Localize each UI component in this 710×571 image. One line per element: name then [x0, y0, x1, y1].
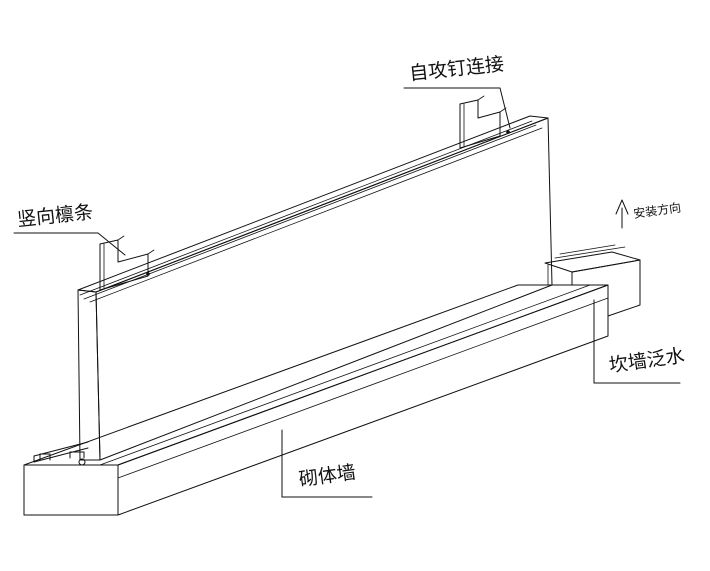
label-install-direction: 安装方向 — [632, 199, 682, 221]
panel-face — [95, 117, 553, 461]
screw-right — [506, 130, 510, 134]
masonry-wall-top — [23, 284, 609, 466]
label-vertical-purlin: 竖向檩条 — [16, 201, 94, 231]
bottom-channel — [33, 441, 89, 463]
wall-flashing-drawing — [544, 244, 641, 317]
screw-left — [146, 272, 150, 276]
flashing-side — [571, 259, 641, 317]
label-masonry-wall: 砌体墙 — [298, 461, 358, 491]
leader-lines — [13, 87, 681, 498]
arrow-up-icon — [615, 199, 629, 229]
label-self-tapping-screw: 自攻钉连接 — [408, 53, 505, 85]
label-wall-flashing: 坎墙泛水 — [608, 345, 686, 377]
masonry-wall-side — [117, 284, 609, 516]
sandwich-panel — [77, 115, 553, 466]
vertical-purlin-left — [99, 235, 155, 291]
flashing-top — [544, 251, 641, 273]
brick-face — [23, 464, 119, 516]
panel-foam-core — [77, 289, 101, 461]
